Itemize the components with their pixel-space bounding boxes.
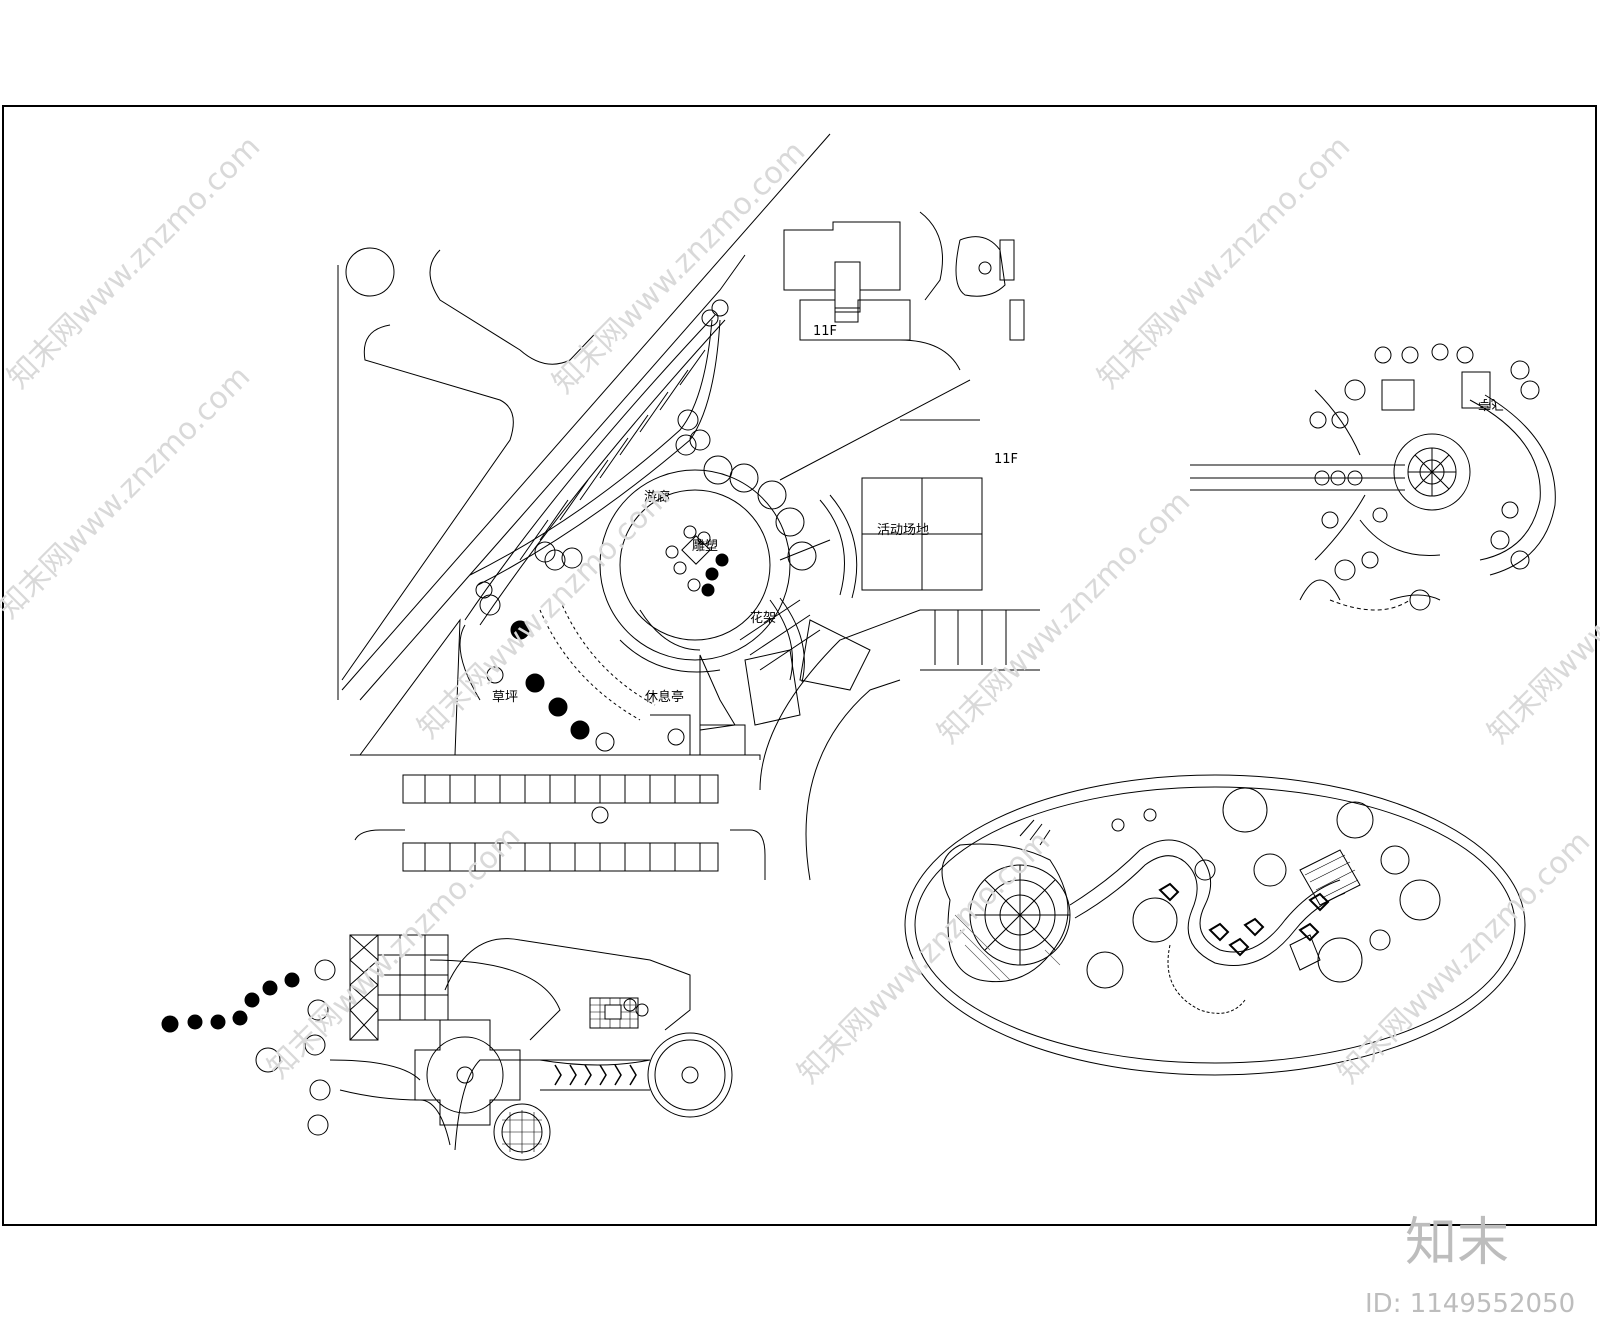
node-trees [1309,343,1540,611]
label-activity-area: 活动场地 [877,523,929,538]
circular-node-plan [1190,343,1556,611]
watermark: 知末网www.znzmo.com [0,359,257,625]
watermark: 知末网www.znzmo.com [931,484,1197,750]
watermark: 知末网www.znzmo.com [1,129,267,395]
image-id: ID: 1149552050 [1365,1289,1575,1319]
label-lawn: 草坪 [492,690,518,705]
entrance-plaza-plan [161,934,733,1161]
watermark: 知末网www.znzmo.com [1481,484,1600,750]
sculpture-shrubs [665,525,729,597]
label-plan3: 飞亭 [1478,396,1504,412]
label-corridor: 游廊 [644,489,670,505]
watermark: 知末网www.znzmo.com [1091,129,1357,395]
watermark: 知末网www.znzmo.com [546,134,812,400]
entrance-trees [161,959,649,1136]
main-site-plan [337,133,1040,881]
watermark: 知末网www.znzmo.com [791,824,1057,1090]
stepping-stones [1158,882,1330,957]
watermark: 知末网www.znzmo.com [1331,824,1597,1090]
brand-logo: 知末 [1405,1213,1509,1273]
label-sculpture: 雕塑 [692,539,718,554]
oval-trees [1086,787,1441,989]
label-rest-pavilion: 休息亭 [645,689,684,705]
oval-garden-plan [904,774,1526,1076]
drawing-frame [2,105,1597,1226]
lawn-trees [486,620,615,752]
parking-lot [350,754,766,880]
label-building-11f-north: 11F [813,324,837,339]
label-flower-rack: 花架 [750,610,776,626]
watermark: 知末网www.znzmo.com [261,819,527,1085]
watermarks: 知末网www.znzmo.com 知末网www.znzmo.com 知末网www… [0,129,1600,1090]
label-building-11f-east: 11F [994,452,1018,467]
plaza-trees [475,299,817,616]
plan-labels: 11F 11F 游廊 雕塑 活动场地 花架 草坪 休息亭 飞亭 [492,324,1504,705]
buildings-11f [783,211,1025,371]
